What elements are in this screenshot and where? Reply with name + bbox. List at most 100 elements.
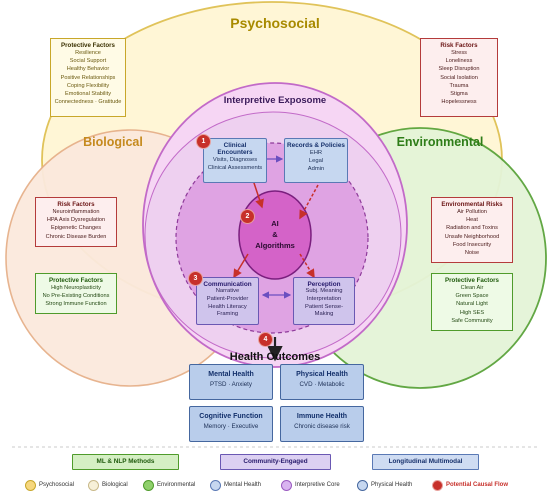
box-item: Social Isolation	[440, 74, 478, 81]
interpretive-title: Interpretive Exposome	[223, 95, 327, 106]
outcome-title: Cognitive Function	[199, 413, 263, 420]
box-item: Social Support	[69, 58, 107, 65]
box-title: Perception	[307, 281, 341, 288]
box-item: Unsafe Neighborhood	[444, 233, 500, 240]
box-item: Stigma	[450, 91, 468, 98]
box-item: Stress	[451, 50, 467, 56]
arrow-clinical-ai	[252, 179, 264, 209]
legend-swatch	[357, 480, 368, 491]
box-item: Connectedness · Gratitude	[54, 99, 122, 106]
box-item: Framing	[216, 311, 239, 318]
box-item: EHR	[309, 150, 323, 156]
box-item: Emotional Stability	[64, 91, 111, 98]
box-item: Strong Immune Function	[45, 301, 107, 308]
legend-swatch	[143, 480, 154, 491]
psychosocial-risk-box: Risk Factors Stress Loneliness Sleep Dis…	[420, 38, 498, 117]
box-item: Subj. Meaning	[305, 288, 343, 294]
legend-label: Physical Health	[371, 482, 413, 488]
legend-label: Potential Causal Flow	[446, 482, 509, 488]
biological-title: Biological	[83, 135, 143, 149]
box-title: Records & Policies	[287, 142, 345, 149]
box-title: Risk Factors	[440, 42, 478, 49]
box-item: High SES	[459, 309, 485, 316]
outcome-cognitive-function: Cognitive Function Memory · Executive	[189, 406, 273, 442]
box-item: Radiation and Toxins	[446, 225, 498, 232]
environmental-risks-box: Environmental Risks Air Pollution Heat R…	[431, 197, 513, 263]
box-item: Making	[314, 311, 334, 318]
box-item: Food Insecurity	[452, 241, 492, 248]
causal-badge-4: 4	[258, 332, 273, 347]
box-item: Loneliness	[445, 58, 473, 65]
legend-label: Psychosocial	[39, 482, 75, 488]
box-item: Health Literacy	[208, 303, 247, 310]
environmental-protective-box: Protective Factors Clean Air Green Space…	[431, 273, 513, 331]
box-title: Risk Factors	[57, 201, 95, 208]
box-title: Protective Factors	[61, 42, 115, 49]
box-item: Legal	[308, 158, 324, 164]
causal-badge-2: 2	[240, 209, 255, 224]
perception-box: Perception Subj. Meaning Interpretation …	[293, 277, 355, 325]
box-item: Heat	[466, 217, 478, 224]
box-item: Resilience	[75, 50, 101, 56]
box-item: Noise	[464, 250, 480, 257]
legend-swatch	[88, 480, 99, 491]
box-item: Green Space	[455, 293, 489, 300]
legend-swatch	[432, 480, 443, 491]
legend-label: Environmental	[157, 482, 196, 488]
outcome-title: Physical Health	[296, 371, 348, 378]
legend-swatch	[210, 480, 221, 491]
box-item: Narrative	[215, 288, 240, 294]
box-item: Neuroinflammation	[52, 209, 100, 215]
ai-core	[238, 190, 312, 280]
arrow-ai-perception	[299, 253, 315, 279]
box-item: Safe Community	[451, 317, 493, 324]
box-item: Patient Sense-	[304, 303, 344, 310]
box-item: Clean Air	[460, 285, 484, 291]
biological-protective-box: Protective Factors High Neuroplasticity …	[35, 273, 117, 314]
box-item: Chronic Disease Burden	[45, 233, 107, 240]
box-item: Healthy Behavior	[66, 66, 110, 73]
biological-risk-box: Risk Factors Neuroinflammation HPA Axis …	[35, 197, 117, 247]
outcome-immune-health: Immune Health Chronic disease risk	[280, 406, 364, 442]
box-item: Coping Flexibility	[66, 82, 110, 89]
method-community-engaged: Community-Engaged	[220, 454, 331, 470]
ai-line: AI	[271, 219, 279, 228]
ai-algorithms-label: AI & Algorithms	[245, 218, 305, 251]
legend-label: Biological	[102, 482, 128, 488]
outcome-detail: Chronic disease risk	[294, 423, 350, 430]
box-item: Trauma	[449, 82, 469, 89]
box-item: Sleep Disruption	[438, 66, 480, 73]
box-item: HPA Axis Dysregulation	[46, 217, 106, 224]
outcome-detail: PTSD · Anxiety	[210, 381, 252, 388]
box-item: Epigenetic Changes	[50, 225, 102, 232]
box-item: Clinical Assessments	[207, 165, 263, 171]
causal-badge-1: 1	[196, 134, 211, 149]
box-title: Environmental Risks	[441, 201, 503, 208]
psychosocial-title: Psychosocial	[230, 15, 320, 31]
box-item: High Neuroplasticity	[51, 285, 101, 291]
outcome-title: Mental Health	[208, 371, 254, 378]
outcome-detail: CVD · Metabolic	[299, 381, 345, 388]
outcome-mental-health: Mental Health PTSD · Anxiety	[189, 364, 273, 400]
outcome-physical-health: Physical Health CVD · Metabolic	[280, 364, 364, 400]
box-item: Visits, Diagnoses	[212, 157, 258, 163]
box-item: Natural Light	[456, 301, 488, 308]
arrow-records-ai	[299, 184, 319, 220]
box-item: Hopelessness	[441, 99, 477, 106]
box-title: Communication	[203, 281, 252, 288]
box-item: Patient-Provider	[206, 295, 249, 302]
box-item: No Pre-Existing Conditions	[42, 293, 110, 300]
arrow-ai-communication	[233, 253, 249, 279]
ai-line: &	[272, 230, 278, 239]
box-title: Protective Factors	[49, 277, 103, 284]
outcome-detail: Memory · Executive	[203, 423, 259, 430]
box-item: Interpretation	[306, 295, 342, 302]
box-item: Air Pollution	[457, 209, 487, 215]
legend-swatch	[281, 480, 292, 491]
box-title: Protective Factors	[445, 277, 499, 284]
causal-badge-3: 3	[188, 271, 203, 286]
communication-box: Communication Narrative Patient-Provider…	[196, 277, 259, 325]
box-title: Clinical Encounters	[217, 142, 253, 156]
legend-label: Interpretive Core	[295, 482, 340, 488]
psychosocial-protective-box: Protective Factors Resilience Social Sup…	[50, 38, 126, 117]
